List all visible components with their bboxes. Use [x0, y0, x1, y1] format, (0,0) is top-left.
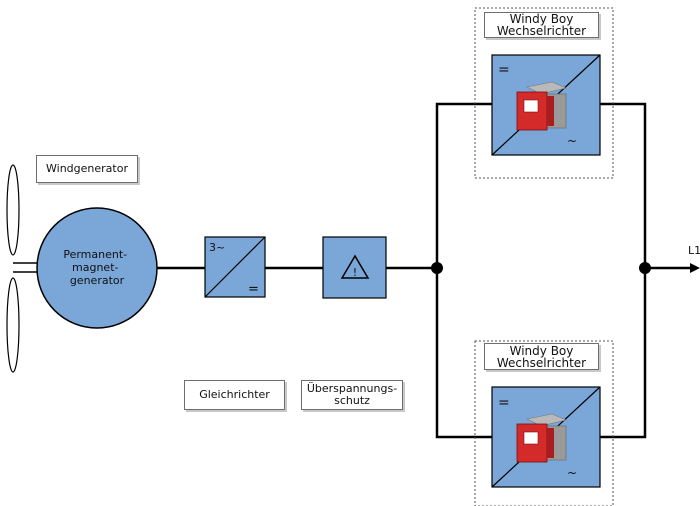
inverter-device-icon — [516, 413, 567, 463]
inverter-top-label: Windy Boy Wechselrichter — [484, 12, 599, 38]
inverter-top-dc-symbol: = — [498, 62, 510, 78]
inverter-bottom-frame — [474, 340, 614, 506]
output-arrow-icon — [690, 263, 700, 273]
inverter-top-label-2: Wechselrichter — [496, 24, 587, 38]
inverter-top-frame — [474, 7, 614, 179]
rectifier-dc-symbol: = — [248, 282, 259, 297]
inverter-top-label-1: Windy Boy — [509, 12, 574, 26]
rectifier-ac-symbol: 3~ — [209, 241, 225, 254]
generator-label-3: generator — [70, 274, 125, 287]
windgenerator-label-text: Windgenerator — [46, 162, 128, 175]
gleichrichter-label: Gleichrichter — [184, 380, 285, 410]
inverter-top-ac-symbol: ~ — [567, 134, 577, 148]
inverter-bottom-label-1: Windy Boy — [509, 343, 574, 358]
inverter-bottom-label-2: Wechselrichter — [496, 355, 587, 370]
windgenerator-label: Windgenerator — [36, 155, 138, 183]
generator-label-2: magnet- — [72, 261, 118, 274]
inverter-top-symbol: = ~ — [491, 54, 601, 156]
generator-label-1: Permanent- — [63, 248, 127, 261]
inverter-bottom-label: Windy Boy Wechselrichter — [484, 343, 599, 370]
junction-dot-right — [639, 262, 651, 274]
junction-dot-left — [431, 262, 443, 274]
warning-icon: ! — [353, 266, 357, 279]
ueberspannung-line-2: schutz — [334, 394, 370, 407]
rectifier-symbol: 3~ = — [204, 236, 266, 298]
output-label: L1 — [688, 244, 700, 257]
surge-protector-symbol: ! — [322, 236, 387, 299]
rotor-blades — [6, 164, 20, 373]
inverter-device-icon — [516, 81, 567, 131]
inverter-bottom-ac-symbol: ~ — [567, 466, 577, 480]
ueberspannung-line-1: Überspannungs- — [306, 382, 398, 395]
inverter-bottom-dc-symbol: = — [498, 395, 510, 411]
inverter-bottom-symbol: = ~ — [491, 386, 601, 488]
gleichrichter-label-text: Gleichrichter — [199, 388, 270, 401]
ueberspannungsschutz-label: Überspannungs- schutz — [301, 380, 403, 410]
svg-text:Permanent- magnet- gen: Permanent- magnet- generator — [63, 248, 130, 287]
